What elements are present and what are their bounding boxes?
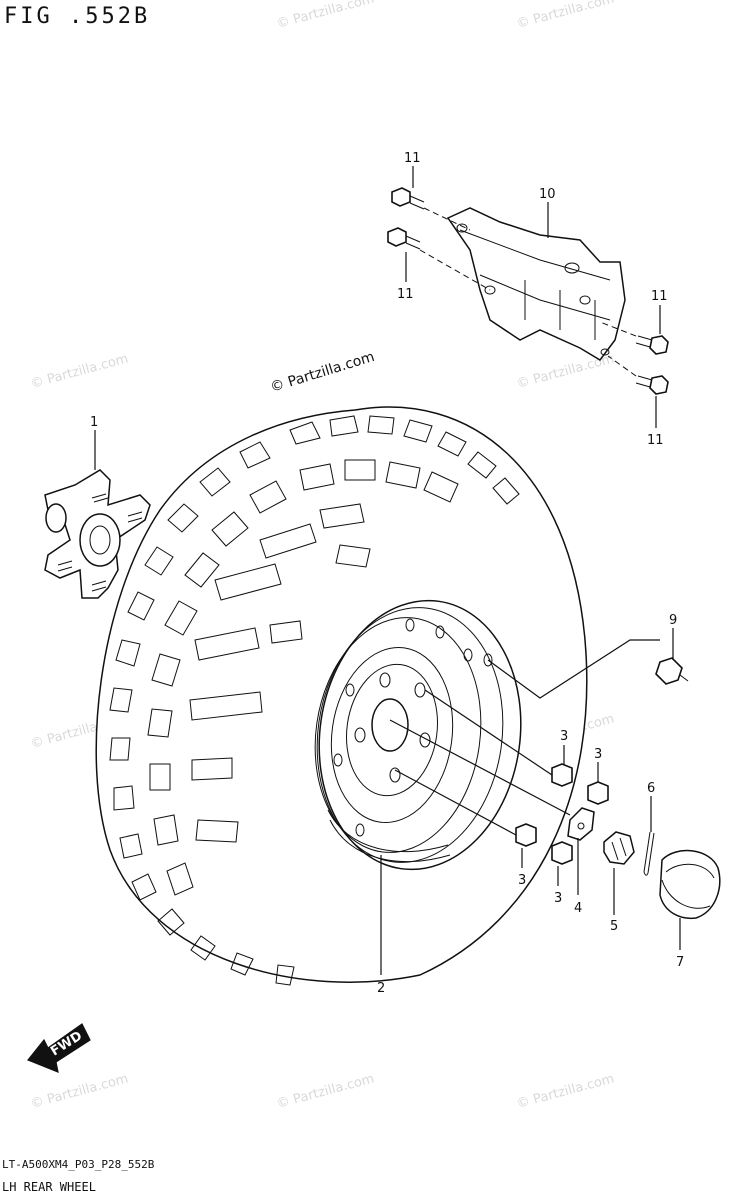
bolt-11-a[interactable] bbox=[391, 187, 425, 210]
watermark: © Partzilla.com bbox=[275, 1071, 376, 1111]
watermark: © Partzilla.com bbox=[515, 0, 616, 32]
leader-lines bbox=[94, 166, 681, 975]
nut-3-d[interactable] bbox=[551, 841, 573, 865]
callout-11: 11 bbox=[404, 151, 421, 166]
figure-title: FIG .552B bbox=[4, 4, 151, 29]
callout-10: 10 bbox=[539, 187, 556, 202]
callout-2: 2 bbox=[377, 981, 385, 996]
watermark: © Partzilla.com bbox=[515, 1071, 616, 1111]
callout-11: 11 bbox=[397, 287, 414, 302]
watermark: © Partzilla.com bbox=[29, 351, 130, 391]
callout-7: 7 bbox=[676, 955, 684, 970]
fender-bracket[interactable] bbox=[446, 207, 626, 361]
cotter-pin[interactable] bbox=[643, 831, 655, 876]
callout-11: 11 bbox=[651, 289, 668, 304]
callouts: 1 2 3 3 3 3 4 5 6 7 9 10 11 11 11 11 bbox=[90, 151, 684, 996]
watermark: © Partzilla.com bbox=[29, 1071, 130, 1111]
bolt-11-b[interactable] bbox=[387, 227, 421, 250]
callout-5: 5 bbox=[610, 919, 618, 934]
callout-3: 3 bbox=[518, 873, 526, 888]
callout-3: 3 bbox=[594, 747, 602, 762]
nut-3-c[interactable] bbox=[515, 823, 537, 847]
figure-code: LT-A500XM4_P03_P28_552B bbox=[2, 1158, 155, 1171]
callout-3: 3 bbox=[554, 891, 562, 906]
wheel-hub[interactable] bbox=[44, 469, 151, 599]
bolt-11-c[interactable] bbox=[635, 335, 669, 355]
hub-nut[interactable] bbox=[603, 831, 635, 865]
wheel-rim[interactable] bbox=[300, 587, 537, 882]
brand-mark: © Partzilla.com bbox=[268, 349, 376, 396]
callout-3: 3 bbox=[560, 729, 568, 744]
hub-cap[interactable] bbox=[659, 849, 721, 920]
nut-3-b[interactable] bbox=[587, 781, 609, 805]
callout-1: 1 bbox=[90, 415, 98, 430]
valve-stem[interactable] bbox=[655, 657, 689, 685]
bolt-11-d[interactable] bbox=[635, 375, 669, 395]
nut-3-a[interactable] bbox=[551, 763, 573, 787]
watermark: © Partzilla.com bbox=[275, 0, 376, 32]
figure-caption: LH REAR WHEEL bbox=[2, 1180, 96, 1194]
callout-6: 6 bbox=[647, 781, 655, 796]
fwd-arrow-icon: FWD bbox=[27, 1023, 91, 1073]
callout-11: 11 bbox=[647, 433, 664, 448]
callout-9: 9 bbox=[669, 613, 677, 628]
lock-washer[interactable] bbox=[567, 807, 595, 841]
callout-4: 4 bbox=[574, 901, 582, 916]
